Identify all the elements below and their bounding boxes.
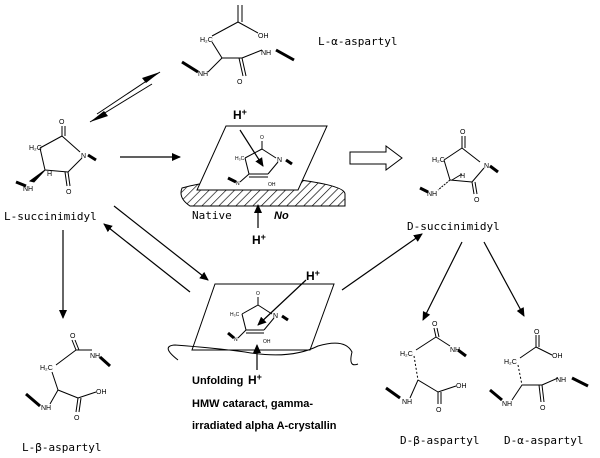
atom-h2c: H₂C xyxy=(200,37,213,44)
atom-o: O xyxy=(260,135,264,141)
atom-nh: NH xyxy=(502,401,512,408)
atom-oh: OH xyxy=(268,182,276,188)
label-d-succinimidyl: D-succinimidyl xyxy=(407,220,500,233)
atom-o: O xyxy=(237,79,243,86)
label-native: Native xyxy=(192,209,232,222)
atom-h2c: H₂C xyxy=(504,359,517,366)
atom-nh: NH xyxy=(198,71,208,78)
atom-o: O xyxy=(534,329,540,336)
arrow-to-d-alpha xyxy=(483,241,525,317)
d-succinimidyl-structure: O H₂C N H NH O xyxy=(419,129,499,204)
note-hmw-cataract: HMW cataract, gamma- xyxy=(192,398,313,410)
atom-o: O xyxy=(460,129,466,136)
atom-h2c: H₂C xyxy=(432,157,445,164)
native-surface: O H₃C N N OH xyxy=(180,125,346,228)
atom-nh: NH xyxy=(261,50,271,57)
atom-oh: OH xyxy=(263,339,271,345)
atom-o: O xyxy=(74,415,80,422)
label-no: No xyxy=(274,210,289,222)
atom-o: O xyxy=(66,189,72,196)
atom-n: N xyxy=(234,337,238,343)
proton-lower: H+ xyxy=(248,372,262,387)
atom-n: N xyxy=(484,163,489,170)
arrow-to-d-beta xyxy=(422,241,463,321)
proton-bottom: H+ xyxy=(252,232,266,247)
atom-o: O xyxy=(474,197,480,204)
l-beta-aspartyl-structure: O H₂C NH NH OH O xyxy=(25,333,112,422)
proton-top: H+ xyxy=(233,107,247,122)
atom-o: O xyxy=(59,119,65,126)
atom-o: O xyxy=(70,333,76,340)
atom-nh: NH xyxy=(41,405,51,412)
atom-oh: OH xyxy=(258,33,269,40)
atom-n: N xyxy=(273,313,278,320)
atom-n: N xyxy=(81,153,86,160)
d-alpha-aspartyl-structure: O OH H₂C NH NH O xyxy=(489,329,589,412)
atom-nh: NH xyxy=(450,347,460,354)
atom-h: H xyxy=(47,171,52,178)
atom-n: N xyxy=(277,157,282,164)
atom-nh: NH xyxy=(427,191,437,198)
atom-oh: OH xyxy=(552,353,563,360)
atom-o: O xyxy=(256,291,260,297)
arrow-to-unfolding xyxy=(113,205,209,281)
atom-o: O xyxy=(540,405,546,412)
atom-h: H xyxy=(460,173,465,180)
atom-nh: NH xyxy=(23,186,33,193)
proton-upper-right: H+ xyxy=(306,268,320,283)
atom-h2c: H₂C xyxy=(29,145,42,152)
atom-nh: NH xyxy=(402,399,412,406)
label-l-succinimidyl: L-succinimidyl xyxy=(4,210,97,223)
l-alpha-aspartyl-structure: H₂C OH NH NH O xyxy=(181,5,295,86)
atom-o: O xyxy=(432,321,438,328)
atom-nh: NH xyxy=(90,353,100,360)
label-d-alpha-aspartyl: D-α-aspartyl xyxy=(504,434,583,447)
equilibrium-arrow-top xyxy=(89,71,161,123)
atom-h3c: H₃C xyxy=(230,312,240,318)
arrow-unfolding-to-d-succinimidyl xyxy=(341,233,423,291)
label-d-beta-aspartyl: D-β-aspartyl xyxy=(400,434,479,447)
l-succinimidyl-structure: O H₂C N H NH O xyxy=(15,119,97,196)
atom-oh: OH xyxy=(96,389,107,396)
note-irradiated: irradiated alpha A-crystallin xyxy=(192,420,337,432)
unfolding-surface: O H₃C N N OH xyxy=(167,279,359,370)
atom-oh: OH xyxy=(456,383,467,390)
atom-nh: NH xyxy=(556,377,566,384)
arrow-from-unfolding xyxy=(103,223,191,293)
open-arrow-to-d-succinimidyl xyxy=(349,145,403,171)
atom-h3c: H₃C xyxy=(235,156,245,162)
label-l-beta-aspartyl: L-β-aspartyl xyxy=(22,441,101,454)
atom-n: N xyxy=(236,181,240,187)
note-unfolding: Unfolding xyxy=(192,375,243,387)
atom-o: O xyxy=(436,407,442,414)
label-l-alpha-aspartyl: L-α-aspartyl xyxy=(318,35,397,48)
d-beta-aspartyl-structure: O H₂C NH NH OH O xyxy=(385,321,467,414)
atom-h2c: H₂C xyxy=(40,365,53,372)
atom-h2c: H₂C xyxy=(400,351,413,358)
